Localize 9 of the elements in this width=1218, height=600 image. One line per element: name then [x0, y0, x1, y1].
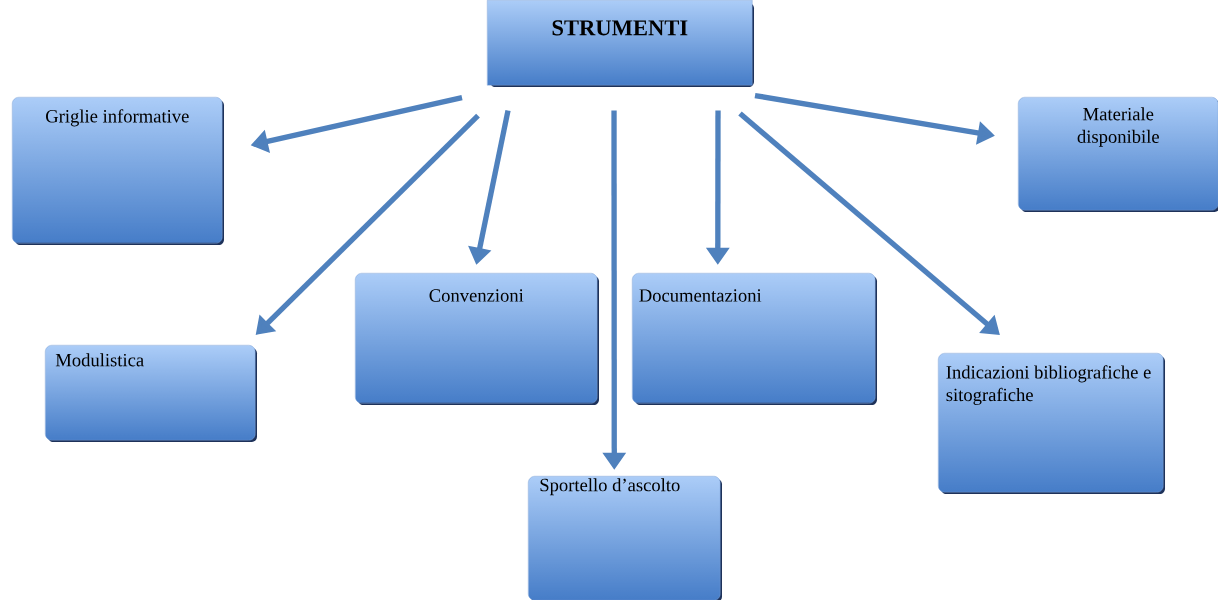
arrow	[738, 111, 1000, 335]
title-box: STRUMENTI	[487, 0, 754, 87]
text-box: Convenzioni	[355, 273, 599, 405]
text-box: Griglie informative	[12, 97, 224, 245]
text-box: Indicazioni bibliografiche e sitografiche	[938, 353, 1165, 494]
text-box: Sportello d’ascolto	[528, 476, 722, 600]
text-box: Documentazioni	[632, 273, 877, 405]
text-box: Materiale disponibile	[1018, 97, 1218, 212]
text-box: Modulistica	[45, 345, 257, 442]
